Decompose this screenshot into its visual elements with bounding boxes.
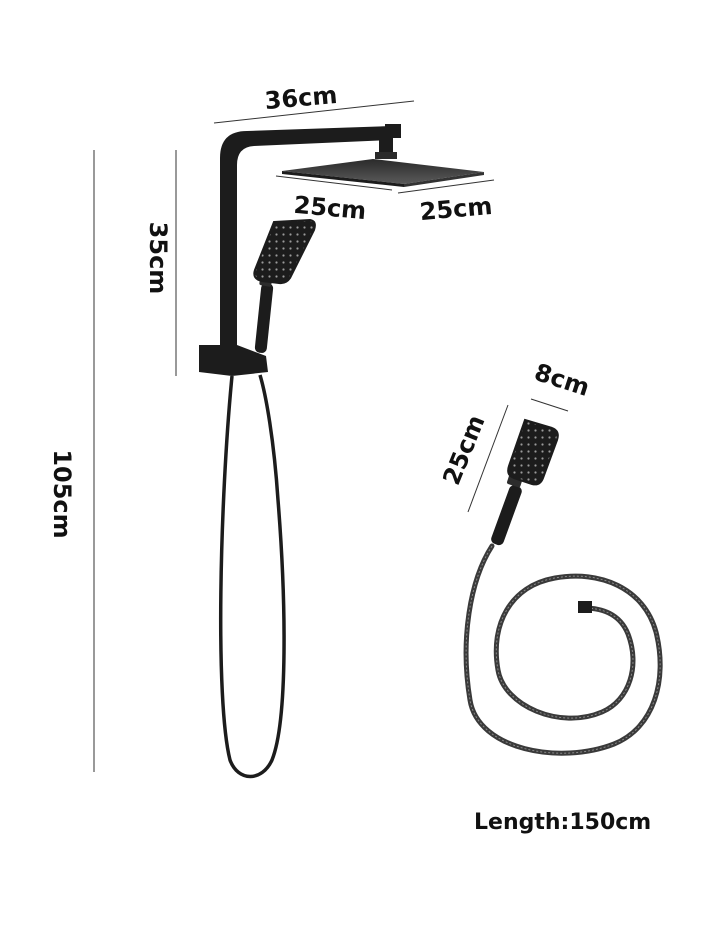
rain-shower-head [282, 159, 484, 184]
head-connector [379, 138, 393, 154]
holder-bracket [199, 345, 268, 376]
dimension-lines [93, 100, 569, 772]
detail-handheld-head [507, 418, 559, 486]
upper-height-label: 35cm [144, 222, 172, 295]
head-width-dimension-line [397, 179, 495, 194]
arm-end-block [385, 124, 401, 138]
head-connector-collar [375, 152, 397, 159]
hose-end-nut [578, 601, 592, 613]
handheld-width-dimension-line [530, 398, 569, 412]
handheld-detail [463, 418, 663, 756]
shower-rail-set [199, 124, 484, 779]
handheld-length-label: 25cm [437, 411, 490, 489]
rain-shower-head-side [404, 172, 484, 187]
detail-wand-handle [491, 485, 522, 546]
head-depth-dimension-line [275, 175, 393, 191]
handheld-wand-handle [254, 283, 274, 353]
arm-width-dimension-line [213, 100, 415, 124]
head-width-label: 25cm [419, 192, 494, 226]
handheld-width-label: 8cm [531, 358, 593, 402]
rain-shower-head-face [282, 171, 404, 187]
riser-pipe [220, 126, 392, 365]
arm-width-label: 36cm [264, 81, 339, 115]
handheld-length-dimension-line [467, 404, 509, 513]
detail-hose [463, 543, 663, 756]
handheld-head [253, 218, 316, 285]
hose-length-label: Length:150cm [474, 810, 652, 835]
shower-hose [218, 374, 286, 779]
total-height-label: 105cm [48, 449, 76, 538]
